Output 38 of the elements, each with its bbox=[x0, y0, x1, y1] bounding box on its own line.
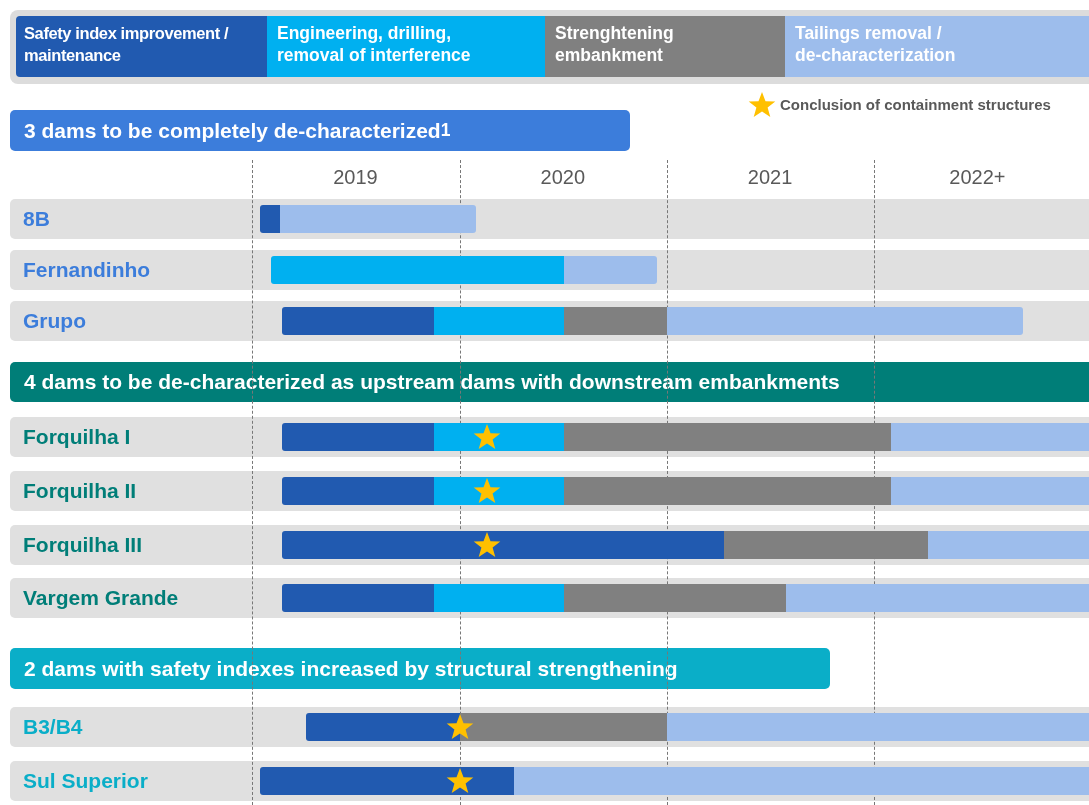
row-band bbox=[10, 761, 1089, 801]
legend-text: Conclusion of containment structures bbox=[780, 96, 1051, 113]
row-band bbox=[10, 471, 1089, 511]
row-label: Forquilha I bbox=[23, 424, 131, 450]
gantt-bar bbox=[260, 205, 476, 233]
row-band bbox=[10, 301, 1089, 341]
legend-text: Safety index improvement / maintenance bbox=[24, 23, 230, 66]
row-band bbox=[10, 199, 1089, 239]
row-label: 8B bbox=[23, 206, 50, 232]
gantt-bar bbox=[282, 531, 1089, 559]
year-label: 2019 bbox=[332, 166, 379, 189]
row-band bbox=[10, 250, 1089, 290]
year-label: 2022+ bbox=[948, 166, 1007, 189]
section-header: 2 dams with safety indexes increased by structural strengthening bbox=[10, 648, 830, 689]
gantt-bar bbox=[282, 423, 1089, 451]
row-label: Forquilha III bbox=[23, 532, 142, 558]
gantt-bar bbox=[282, 477, 1089, 505]
row-label: B3/B4 bbox=[23, 714, 83, 740]
gantt-bar bbox=[271, 256, 657, 284]
gantt-bar bbox=[282, 307, 1023, 335]
year-label: 2020 bbox=[539, 166, 587, 189]
gantt-bar bbox=[306, 713, 1089, 741]
row-band bbox=[10, 707, 1089, 747]
gantt-bar bbox=[282, 584, 1089, 612]
legend-text: Strenghtening embankment bbox=[555, 22, 675, 66]
gantt-bar bbox=[260, 767, 1089, 795]
row-label: Sul Superior bbox=[23, 768, 148, 794]
legend-text: Tailings removal / de-characterization bbox=[795, 22, 957, 66]
row-band bbox=[10, 525, 1089, 565]
row-band bbox=[10, 578, 1089, 618]
year-label: 2021 bbox=[746, 166, 794, 189]
legend-text: Engineering, drilling, removal of interference bbox=[277, 22, 472, 66]
row-label: Fernandinho bbox=[23, 257, 151, 283]
row-label: Vargem Grande bbox=[23, 585, 179, 611]
row-label: Forquilha II bbox=[23, 478, 137, 504]
section-header: 4 dams to be de-characterized as upstream dams with downstream embankments bbox=[10, 362, 1089, 402]
row-band bbox=[10, 417, 1089, 457]
row-label: Grupo bbox=[23, 308, 86, 334]
